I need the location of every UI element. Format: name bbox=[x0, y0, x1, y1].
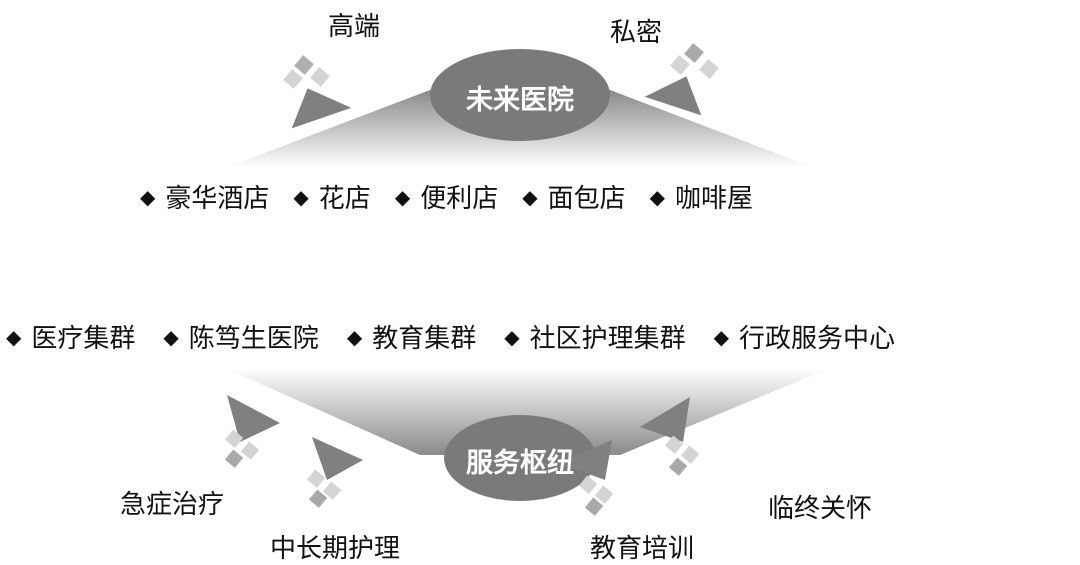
diamond-bullet-icon: ◆ bbox=[293, 184, 309, 209]
service-acute-care: 急症治疗 bbox=[120, 490, 225, 520]
service-hospice: 临终关怀 bbox=[768, 494, 873, 524]
bottom-fan bbox=[225, 368, 830, 455]
diamond-bullet-icon: ◆ bbox=[394, 184, 411, 209]
tag-private: 私密 bbox=[610, 18, 663, 48]
list-item: ◆陈笃生医院 bbox=[163, 324, 319, 354]
diamond-bullet-icon: ◆ bbox=[713, 324, 730, 349]
bottom-marker-1-icon bbox=[224, 395, 280, 468]
bottom-marker-4-icon bbox=[640, 397, 700, 476]
diamond-bullet-icon: ◆ bbox=[522, 184, 538, 209]
top-amenities-list: ◆豪华酒店 ◆花店 ◆便利店 ◆面包店 ◆咖啡屋 bbox=[140, 178, 753, 215]
list-item: ◆医疗集群 bbox=[6, 324, 136, 354]
list-item: ◆咖啡屋 bbox=[649, 184, 754, 214]
tag-high-end: 高端 bbox=[328, 12, 381, 42]
diamond-bullet-icon: ◆ bbox=[504, 324, 520, 349]
bottom-hub-ellipse bbox=[444, 415, 596, 501]
list-item: ◆面包店 bbox=[522, 184, 626, 214]
list-item: ◆花店 bbox=[293, 184, 371, 214]
list-item: ◆豪华酒店 bbox=[140, 184, 270, 214]
service-education: 教育培训 bbox=[590, 534, 695, 564]
diamond-bullet-icon: ◆ bbox=[163, 324, 179, 349]
bottom-clusters-list: ◆医疗集群 ◆陈笃生医院 ◆教育集群 ◆社区护理集群 ◆行政服务中心 bbox=[6, 318, 895, 355]
service-long-term-care: 中长期护理 bbox=[270, 534, 401, 564]
list-item: ◆便利店 bbox=[394, 184, 499, 214]
diamond-bullet-icon: ◆ bbox=[140, 184, 156, 209]
bottom-marker-3-icon bbox=[558, 440, 614, 516]
list-item: ◆教育集群 bbox=[346, 324, 477, 354]
diamond-bullet-icon: ◆ bbox=[649, 184, 666, 209]
top-hub-title: 未来医院 bbox=[466, 85, 574, 116]
top-hub-ellipse bbox=[430, 49, 610, 141]
list-item: ◆社区护理集群 bbox=[504, 324, 686, 354]
top-right-marker-icon bbox=[639, 43, 719, 119]
top-left-marker-icon bbox=[283, 55, 357, 132]
diamond-bullet-icon: ◆ bbox=[6, 324, 22, 349]
list-item: ◆行政服务中心 bbox=[713, 324, 896, 354]
diamond-bullet-icon: ◆ bbox=[346, 324, 363, 349]
bottom-hub-title: 服务枢纽 bbox=[466, 448, 574, 479]
bottom-marker-2-icon bbox=[306, 437, 363, 508]
